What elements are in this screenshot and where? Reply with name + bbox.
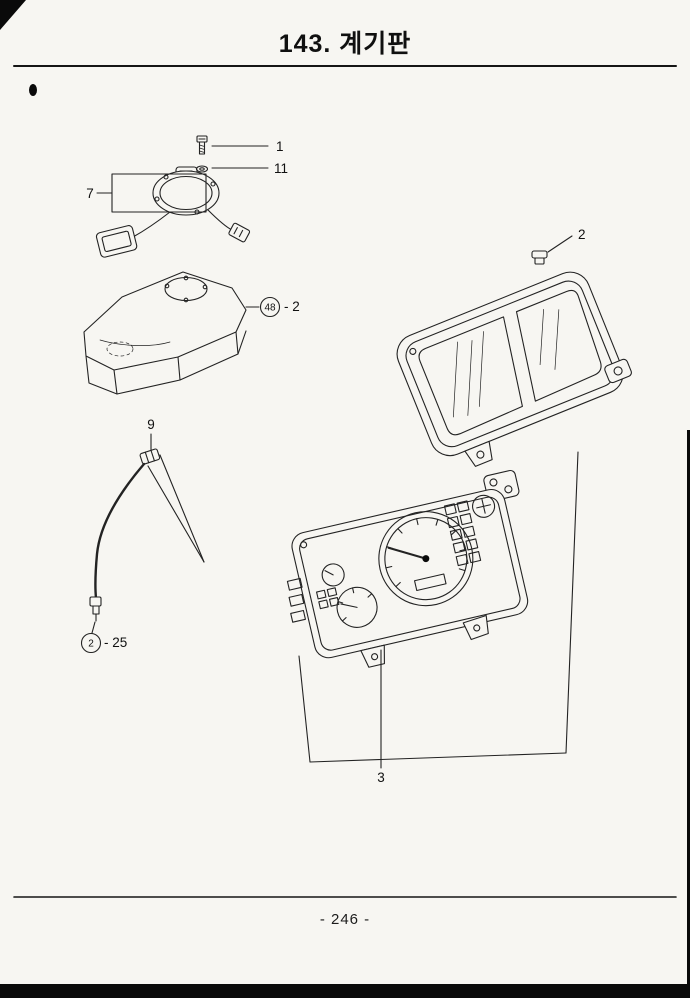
dash-panel-lines: [298, 451, 579, 763]
callout-bracket: 7: [86, 186, 94, 201]
page-number: - 246 -: [319, 911, 371, 928]
tank-callout-circle: [259, 296, 281, 318]
sensor-callout-circle: [80, 632, 102, 654]
callout-washer: 11: [274, 161, 288, 176]
visor-clip: [531, 235, 573, 265]
page-title: 143. 계기판: [278, 30, 412, 58]
washer-part: [195, 165, 209, 173]
bolt-part: [196, 135, 208, 155]
callout-sensor-suffix: - 25: [104, 635, 127, 650]
meter-visor: [396, 271, 632, 467]
callout-clip: 2: [578, 227, 586, 242]
callout-cable: 9: [147, 417, 155, 432]
wiring-connector: [228, 222, 251, 243]
callout-sensor-number: 2: [88, 639, 94, 650]
fuel-tank: [83, 271, 247, 395]
callout-tank-suffix: - 2: [284, 299, 300, 314]
callout-tank-number: 48: [264, 303, 276, 314]
callout-bolt: 1: [276, 139, 284, 154]
fuel-sender-unit: [95, 166, 251, 258]
speedometer-cable: [89, 433, 205, 634]
instrument-cluster: [286, 469, 529, 668]
callout-cluster: 3: [377, 770, 385, 785]
